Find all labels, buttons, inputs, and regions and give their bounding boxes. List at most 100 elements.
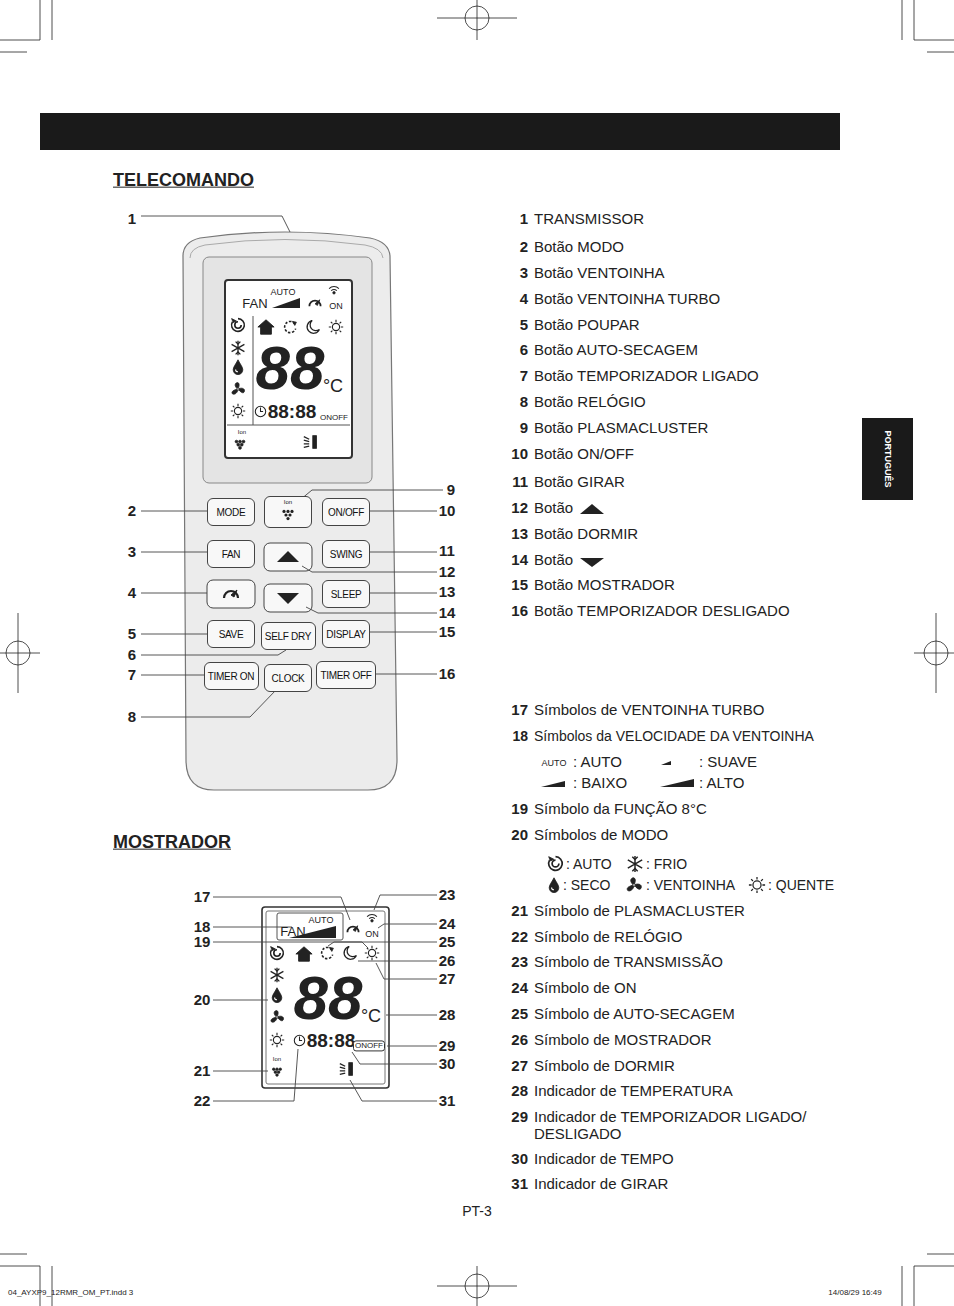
callout-number: 24 xyxy=(439,915,456,932)
remote-button: DISPLAY xyxy=(322,620,370,648)
label-text: Botão RELÓGIO xyxy=(534,393,646,410)
callout-number: 2 xyxy=(128,502,136,519)
callout-number: 30 xyxy=(511,1150,528,1167)
label-text: ONOFF xyxy=(320,413,348,422)
label-text: Botão POUPAR xyxy=(534,316,640,333)
callout-number: 9 xyxy=(447,481,455,498)
label-text: 14/08/29 16:49 xyxy=(828,1288,881,1297)
button-label: SELF DRY xyxy=(265,631,311,642)
button-label: DISPLAY xyxy=(326,629,365,640)
label-text: ONOFF xyxy=(353,1040,385,1051)
callout-number: 9 xyxy=(520,419,528,436)
label-text: MOSTRADOR xyxy=(113,832,231,853)
callout-number: 3 xyxy=(520,264,528,281)
legend-text: : VENTOINHA xyxy=(646,877,735,893)
label-text: Botão ON/OFF xyxy=(534,445,634,462)
remote-button: SELF DRY xyxy=(261,622,316,650)
label-text: Botão xyxy=(534,551,573,568)
remote-button: SWING xyxy=(322,540,370,568)
callout-number: 28 xyxy=(439,1006,456,1023)
label-text: Botão TEMPORIZADOR LIGADO xyxy=(534,367,759,384)
callout-number: 30 xyxy=(439,1055,456,1072)
label-text: Botão GIRAR xyxy=(534,473,625,490)
button-label: TIMER OFF xyxy=(320,670,371,681)
callout-number: 17 xyxy=(511,701,528,718)
callout-number: 16 xyxy=(439,665,456,682)
legend-text: : AUTO xyxy=(566,856,612,872)
label-text: TELECOMANDO xyxy=(113,170,254,191)
button-label: CLOCK xyxy=(272,673,305,684)
callout-number: 19 xyxy=(511,800,528,817)
callout-number: 31 xyxy=(511,1175,528,1192)
callout-number: 17 xyxy=(194,888,211,905)
callout-number: 4 xyxy=(128,584,136,601)
callout-number: 6 xyxy=(520,341,528,358)
label-text: AUTO xyxy=(542,758,567,768)
callout-number: 29 xyxy=(439,1037,456,1054)
callout-number: 16 xyxy=(511,602,528,619)
callout-number: 15 xyxy=(439,623,456,640)
callout-number: 10 xyxy=(439,502,456,519)
callout-number: 25 xyxy=(511,1005,528,1022)
remote-button: MODE xyxy=(207,498,255,526)
callout-number: 5 xyxy=(520,316,528,333)
label-text: Ion xyxy=(273,1056,281,1063)
callout-number: 8 xyxy=(520,393,528,410)
label-text: Botão VENTOINHA xyxy=(534,264,665,281)
label-text: °C xyxy=(323,376,343,397)
label-text: FAN xyxy=(242,297,267,312)
ion-dots xyxy=(279,505,297,521)
button-label: SAVE xyxy=(219,629,244,640)
button-label: SLEEP xyxy=(331,589,362,600)
callout-number: 88 xyxy=(256,337,325,399)
legend-text: : AUTO xyxy=(573,753,622,770)
button-label: Ion xyxy=(284,499,292,505)
remote-button: Ion xyxy=(264,496,312,528)
callout-number: 22 xyxy=(194,1092,211,1109)
callout-number: 1 xyxy=(520,210,528,227)
label-text: ON xyxy=(365,929,379,939)
callout-number: 4 xyxy=(520,290,528,307)
remote-button: CLOCK xyxy=(264,664,312,692)
callout-number: 88 xyxy=(294,967,363,1029)
label-text: AUTO xyxy=(309,915,334,925)
label-text: AUTO xyxy=(271,287,296,297)
callout-number: 25 xyxy=(439,933,456,950)
label-text: Botão MOSTRADOR xyxy=(534,576,675,593)
legend-text: : QUENTE xyxy=(768,877,834,893)
label-text: Botão TEMPORIZADOR DESLIGADO xyxy=(534,602,790,619)
callout-number: 7 xyxy=(128,666,136,683)
callout-number: 19 xyxy=(194,933,211,950)
label-text: Botão PLASMACLUSTER xyxy=(534,419,708,436)
label-text: Símbolos de MODO xyxy=(534,826,668,843)
label-text: TRANSMISSOR xyxy=(534,210,644,227)
callout-number: 27 xyxy=(511,1057,528,1074)
callout-number: 5 xyxy=(128,625,136,642)
callout-number: 20 xyxy=(194,991,211,1008)
callout-number: 6 xyxy=(128,646,136,663)
label-text: Símbolos de VENTOINHA TURBO xyxy=(534,701,764,718)
label-text: Botão DORMIR xyxy=(534,525,638,542)
callout-number: 22 xyxy=(511,928,528,945)
callout-number: 21 xyxy=(194,1062,211,1079)
remote-button: SLEEP xyxy=(322,580,370,608)
tab-text: PORTUGUÊS xyxy=(883,430,893,487)
label-text: 88:88 xyxy=(307,1030,356,1052)
callout-number: 31 xyxy=(439,1092,456,1109)
label-text: Símbolos da VELOCIDADE DA VENTOINHA xyxy=(534,728,814,744)
label-text: Indicador de TEMPO xyxy=(534,1150,674,1167)
callout-number: 11 xyxy=(439,542,455,559)
label-text: Indicador de GIRAR xyxy=(534,1175,668,1192)
callout-number: 12 xyxy=(439,563,456,580)
label-text: Símbolo de DORMIR xyxy=(534,1057,675,1074)
label-text: Indicador de TEMPERATURA xyxy=(534,1082,733,1099)
callout-number: 21 xyxy=(511,902,528,919)
label-text: Símbolo de PLASMACLUSTER xyxy=(534,902,745,919)
remote-button: SAVE xyxy=(207,620,255,648)
legend-text: : FRIO xyxy=(646,856,687,872)
legend-text: : SECO xyxy=(563,877,610,893)
label-text: Botão MODO xyxy=(534,238,624,255)
button-label: SWING xyxy=(330,549,362,560)
